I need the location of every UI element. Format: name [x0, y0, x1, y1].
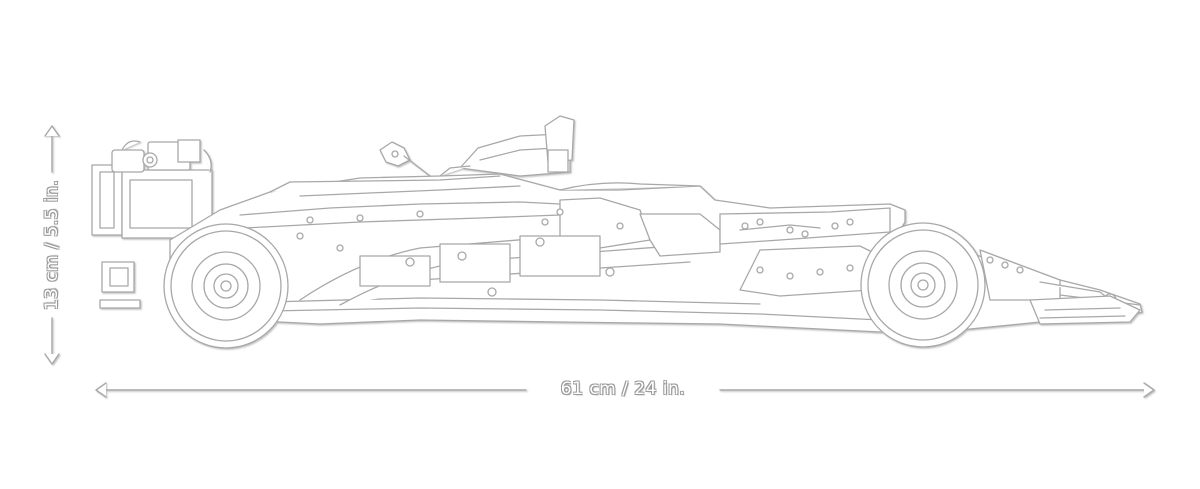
- technic-holes: [296, 208, 1024, 280]
- rear-wheel: [163, 223, 289, 349]
- height-dimension-label: 13 cm / 5.5 in.: [42, 179, 62, 311]
- mirror: [379, 141, 431, 177]
- cockpit-halo: [439, 115, 701, 191]
- front-wheel: [860, 222, 986, 348]
- car-body: [169, 173, 1143, 333]
- nose-cone: [719, 207, 1141, 307]
- height-dimension-line: [44, 125, 60, 365]
- width-dimension-label: 61 cm / 24 in.: [560, 379, 686, 399]
- front-wing: [1029, 295, 1141, 325]
- sidepod-panels: [359, 197, 721, 297]
- width-dimension-line: [95, 382, 1155, 398]
